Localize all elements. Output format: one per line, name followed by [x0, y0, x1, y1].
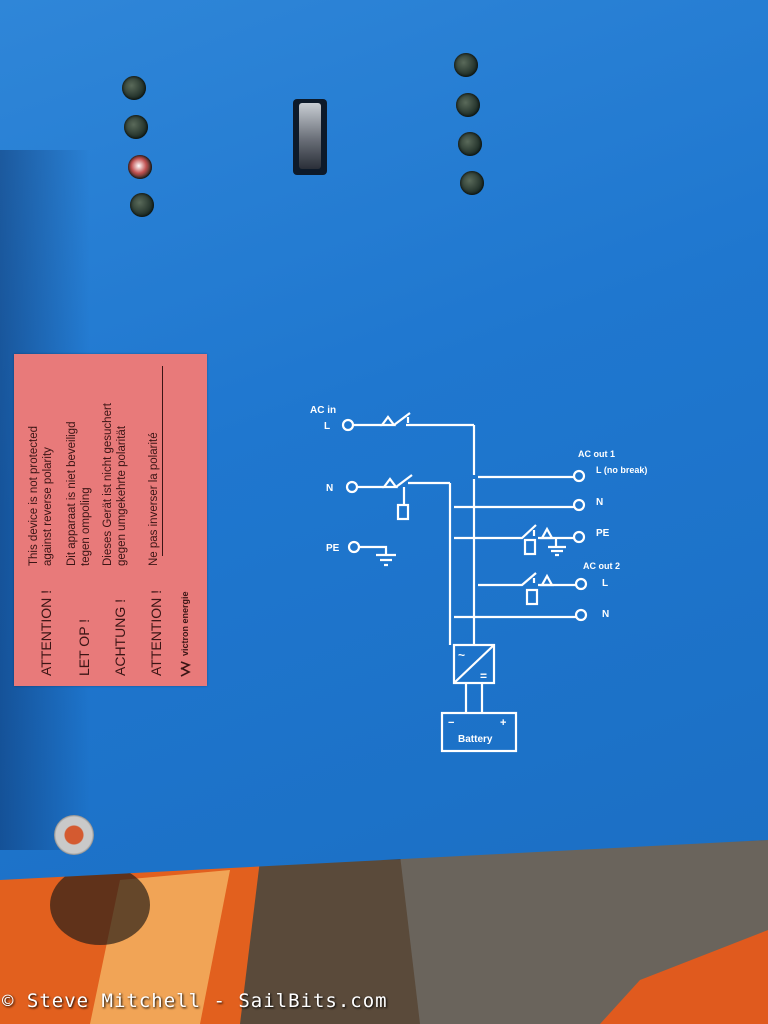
led-hole — [458, 132, 482, 156]
warning-head-en: ATTENTION ! — [38, 589, 54, 676]
warning-text-nl-1: Dit apparaat is niet beveiligd — [66, 421, 78, 566]
led-hole — [128, 155, 152, 179]
label-out2-l: L — [602, 578, 608, 589]
label-in-n: N — [326, 483, 333, 494]
terminal-out1-pe — [572, 530, 586, 544]
battery-box — [440, 711, 518, 753]
warning-head-nl: LET OP ! — [76, 618, 92, 676]
terminal-in-n — [345, 480, 359, 494]
led-hole — [124, 115, 148, 139]
led-hole — [454, 53, 478, 77]
brand-text: victron energie — [180, 591, 190, 656]
label-inverter-ac: ~ — [458, 648, 465, 662]
label-pe: PE — [326, 543, 340, 554]
warning-head-fr: ATTENTION ! — [148, 589, 164, 676]
warning-text-de-2: gegen umgekehrte polarität — [116, 425, 128, 566]
label-inverter-dc: = — [480, 669, 487, 683]
led-hole — [460, 171, 484, 195]
led-hole — [130, 193, 154, 217]
terminal-in-l — [341, 418, 355, 432]
warning-text-de-1: Dieses Gerät ist nicht gesuchert — [102, 403, 114, 566]
warning-label: ATTENTION ! This device is not protected… — [14, 354, 207, 686]
wiring-diagram: AC in L N PE AC out 1 L (no break) N PE … — [310, 405, 647, 753]
led-hole — [456, 93, 480, 117]
copyright-watermark: © Steve Mitchell - SailBits.com — [2, 990, 388, 1012]
terminal-out1-n — [572, 498, 586, 512]
terminal-out1-l — [572, 469, 586, 483]
mounting-bolt — [54, 815, 94, 855]
label-out1-l: L (no break) — [596, 465, 647, 475]
relay-out2 — [525, 588, 539, 606]
victron-logo-icon — [180, 661, 191, 677]
label-battery-minus: − — [448, 717, 454, 729]
relay-pe — [523, 538, 537, 556]
terminal-out2-n — [574, 608, 588, 622]
warning-text-en-2: against reverse polarity — [42, 447, 54, 566]
power-switch — [293, 99, 327, 175]
label-out1-n: N — [596, 497, 603, 508]
label-divider — [162, 366, 163, 556]
relay-in — [396, 503, 410, 521]
inverter-box — [452, 643, 496, 685]
warning-text-fr: Ne pas inverser la polarité — [148, 432, 160, 566]
led-hole — [122, 76, 146, 100]
label-ac-out2: AC out 2 — [583, 561, 620, 571]
warning-head-de: ACHTUNG ! — [112, 599, 128, 676]
label-ac-in: AC in — [310, 405, 336, 416]
label-in-l: L — [324, 421, 330, 432]
label-out1-pe: PE — [596, 528, 610, 539]
terminal-pe — [347, 540, 361, 554]
label-ac-out1: AC out 1 — [578, 449, 615, 459]
warning-text-en-1: This device is not protected — [28, 426, 40, 566]
warning-text-nl-2: tegen ompoling — [80, 487, 92, 566]
label-battery: Battery — [458, 734, 493, 745]
label-out2-n: N — [602, 609, 609, 620]
terminal-out2-l — [574, 577, 588, 591]
label-battery-plus: + — [500, 717, 506, 729]
